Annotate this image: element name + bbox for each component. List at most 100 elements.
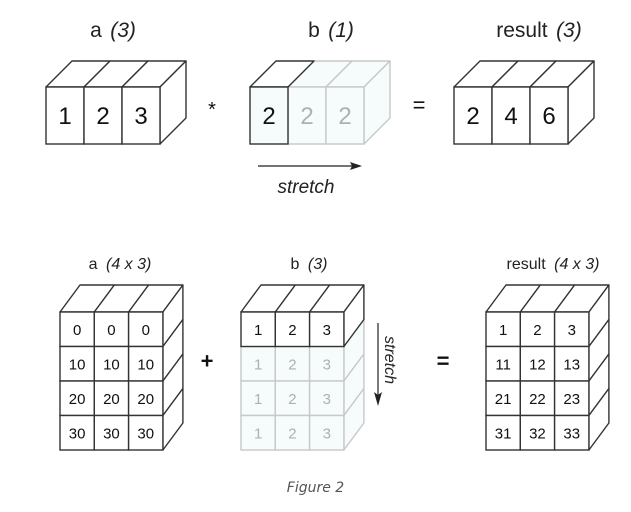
array-cell — [308, 414, 345, 451]
cell-value: 3 — [323, 425, 331, 442]
cell-value: 13 — [563, 356, 580, 373]
cell-value: 6 — [542, 103, 555, 130]
cell-value: 1 — [254, 391, 262, 408]
bottom-equals: = — [437, 349, 450, 374]
cell-value: 20 — [69, 391, 86, 408]
array-cell — [127, 380, 164, 417]
array-cell — [93, 380, 130, 417]
bottom-stretch-arrowhead-icon — [374, 392, 382, 406]
top-stretch-arrow — [258, 162, 362, 170]
top-result-name: result — [496, 19, 548, 42]
top-equals: = — [413, 93, 426, 118]
array-cell — [240, 380, 276, 417]
array-cell — [553, 414, 590, 451]
cell-value: 20 — [103, 391, 120, 408]
array-cell — [121, 86, 161, 145]
top-b-title: b (1) — [308, 19, 354, 42]
top-result-title: result (3) — [496, 19, 581, 42]
cell-value: 1 — [254, 322, 262, 339]
cell-value: 10 — [69, 356, 86, 373]
bottom-a-name: a — [89, 256, 98, 273]
array-cell — [519, 414, 556, 451]
bottom-b-title: b (3) — [291, 256, 328, 273]
bottom-stretch-arrow — [374, 323, 382, 406]
cell-value: 1 — [254, 425, 262, 442]
top-stretch-label: stretch — [277, 177, 334, 198]
cell-value: 30 — [137, 425, 154, 442]
top-operator: * — [208, 99, 216, 121]
cell-value: 2 — [533, 322, 541, 339]
array-cell — [519, 380, 556, 417]
cell-value: 0 — [142, 322, 150, 339]
bottom-a-title: a (4 x 3) — [89, 256, 152, 273]
cell-value: 0 — [73, 322, 81, 339]
array-cell — [485, 380, 521, 417]
array-cell — [93, 414, 130, 451]
bottom-operator: + — [201, 349, 214, 374]
array-cell — [287, 86, 327, 145]
bottom-result-shape: (4 x 3) — [554, 256, 599, 273]
bottom-stretch-label: stretch — [381, 336, 398, 384]
array-cell — [127, 345, 164, 382]
array-cell — [59, 380, 95, 417]
top-stretch-arrowhead-icon — [350, 162, 362, 170]
cell-value: 30 — [69, 425, 86, 442]
cell-value: 2 — [96, 103, 109, 130]
array-cell — [127, 414, 164, 451]
array-cell — [274, 311, 311, 348]
cell-value: 2 — [288, 322, 296, 339]
array-cell — [529, 86, 569, 145]
bottom-a-shape: (4 x 3) — [106, 256, 151, 273]
cell-value: 22 — [529, 391, 546, 408]
array-cell — [93, 345, 130, 382]
top-a-title: a (3) — [90, 19, 136, 42]
top-b-name: b — [308, 19, 320, 42]
array-cell — [127, 311, 164, 348]
cell-value: 32 — [529, 425, 546, 442]
top-a-name: a — [90, 19, 102, 42]
bottom-b-name: b — [291, 256, 300, 273]
cell-value: 11 — [495, 356, 511, 373]
cell-value: 2 — [262, 103, 275, 130]
array-cell — [240, 311, 276, 348]
cell-value: 2 — [300, 103, 313, 130]
cell-value: 1 — [499, 322, 507, 339]
figure-caption: Figure 2 — [286, 480, 345, 496]
cell-value: 3 — [568, 322, 576, 339]
cell-value: 3 — [323, 322, 331, 339]
array-cell — [491, 86, 531, 145]
bottom-b-shape: (3) — [308, 256, 328, 273]
array-cell — [325, 86, 365, 145]
cell-value: 31 — [495, 425, 512, 442]
cell-value: 33 — [563, 425, 580, 442]
array-cell — [249, 86, 289, 145]
array-cell — [308, 380, 345, 417]
array-cell — [45, 86, 85, 145]
cell-value: 23 — [563, 391, 580, 408]
cell-value: 12 — [529, 356, 546, 373]
cell-value: 1 — [58, 103, 71, 130]
cell-value: 30 — [103, 425, 120, 442]
array-cell — [59, 311, 95, 348]
cell-value: 2 — [288, 356, 296, 373]
cell-value: 21 — [495, 391, 512, 408]
array-cell — [485, 345, 521, 382]
bottom-result-name: result — [507, 256, 547, 273]
top-b-shape: (1) — [328, 19, 354, 42]
top-result-shape: (3) — [556, 19, 582, 42]
cell-value: 1 — [254, 356, 262, 373]
cell-value: 3 — [323, 391, 331, 408]
bottom-result-title: result (4 x 3) — [507, 256, 600, 273]
cell-value: 2 — [466, 103, 479, 130]
cell-value: 10 — [137, 356, 154, 373]
array-cell — [308, 311, 345, 348]
cell-value: 20 — [137, 391, 154, 408]
array-cell — [485, 311, 521, 348]
cell-value: 2 — [288, 391, 296, 408]
